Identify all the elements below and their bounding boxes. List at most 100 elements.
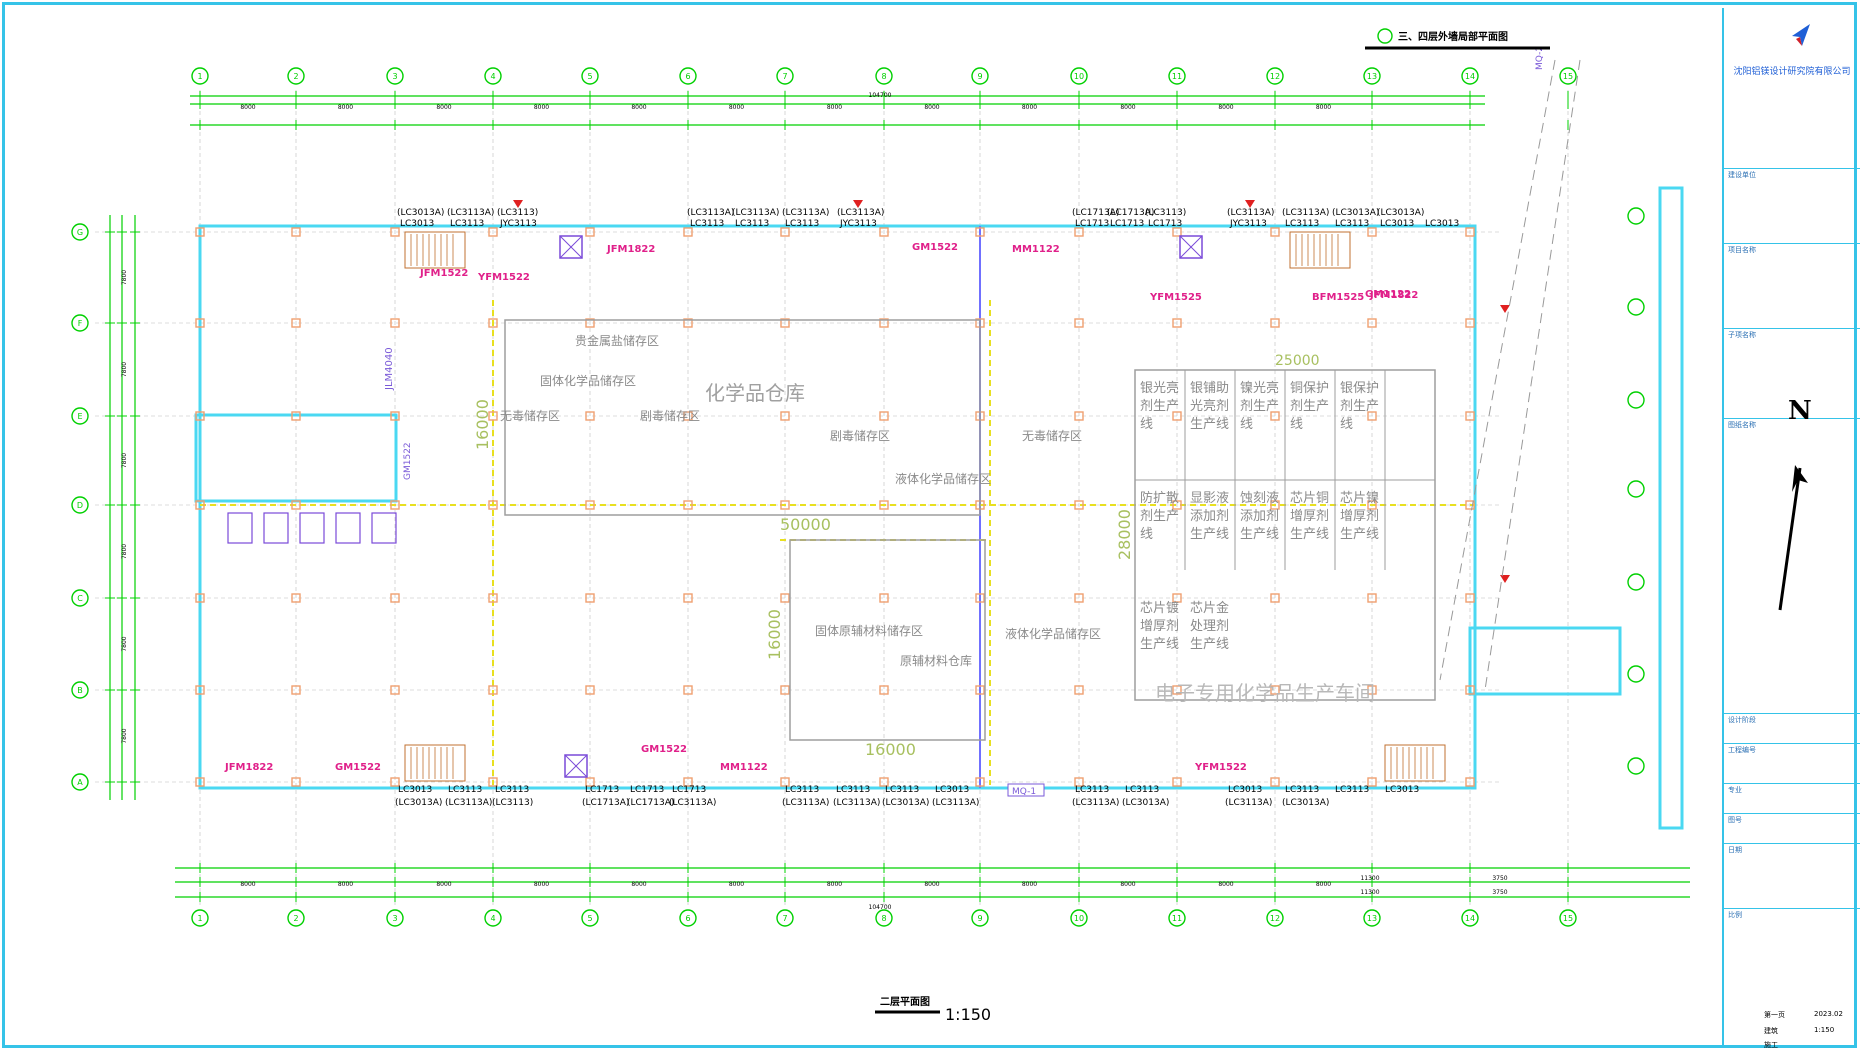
column — [1172, 685, 1182, 695]
detail-guide — [1439, 59, 1556, 681]
detail-wall — [1658, 186, 1684, 830]
column — [585, 777, 595, 787]
prod-line-label: 显影液 — [1190, 491, 1229, 506]
column — [1172, 500, 1182, 510]
section-marker — [1500, 575, 1510, 583]
window-label-bottom-paren: (LC3013A) — [882, 798, 929, 808]
grid-label-top: 15 — [1563, 72, 1573, 81]
column — [683, 685, 693, 695]
grid-bubble-bottom — [1363, 909, 1381, 927]
prod-line-label: 线 — [1340, 417, 1353, 432]
window-label-bottom-paren: (LC3113A) — [782, 798, 829, 808]
bay-dim-bottom: 8000 — [534, 881, 549, 888]
dim-text: 11300 — [1360, 889, 1379, 896]
dim-25000: 25000 — [1275, 353, 1320, 369]
column — [291, 411, 301, 421]
grid-label-left: C — [77, 594, 83, 603]
column — [879, 318, 889, 328]
bay-dim-top: 8000 — [534, 104, 549, 111]
grid-label-left: A — [77, 778, 83, 787]
grid-label-top: 11 — [1172, 72, 1182, 81]
column — [585, 593, 595, 603]
grid-bubble-top — [776, 67, 794, 85]
dim-16000-c: 16000 — [865, 740, 916, 759]
column — [291, 685, 301, 695]
north-arrow-label: N — [1788, 396, 1812, 426]
title-block-label: 日期 — [1728, 846, 1742, 854]
title-block-label: 图号 — [1728, 816, 1742, 824]
prod-line-label: 增厚剂 — [1290, 509, 1329, 524]
column — [585, 318, 595, 328]
title-block-value: 1:150 — [1814, 1026, 1835, 1034]
column — [780, 593, 790, 603]
window-label-bottom: LC3113 — [495, 785, 529, 795]
chem-warehouse-box — [504, 319, 981, 516]
title-block-label: 专业 — [1728, 786, 1742, 794]
bay-dim-bottom: 8000 — [436, 881, 451, 888]
window-label-top: LC3013 — [1380, 219, 1414, 229]
bay-dim-bottom: 8000 — [1218, 881, 1233, 888]
window-label-top-paren: (LC3013A) — [1377, 208, 1424, 218]
column — [291, 318, 301, 328]
prod-line-label: 银保护 — [1340, 381, 1379, 396]
window-label-bottom-paren: (LC3113A) — [1072, 798, 1119, 808]
grid-label-top: 14 — [1465, 72, 1475, 81]
column — [1367, 411, 1377, 421]
north-arrow-head — [1792, 465, 1808, 492]
grid-bubble-top — [1266, 67, 1284, 85]
column — [1172, 411, 1182, 421]
column — [879, 685, 889, 695]
window-label-top: JYC3113 — [839, 219, 877, 229]
column — [488, 318, 498, 328]
column — [291, 500, 301, 510]
grid-label-top: 8 — [881, 72, 886, 81]
section-marker — [513, 200, 523, 208]
zone-liquid-chem-2: 液体化学品储存区 — [1005, 626, 1101, 641]
prod-line-label: 生产线 — [1190, 527, 1229, 542]
window-label-bottom: LC3113 — [836, 785, 870, 795]
window-label-bottom-paren: (LC3013A) — [1282, 798, 1329, 808]
title-block-row — [1724, 743, 1860, 746]
lift — [559, 235, 583, 259]
bay-dim-bottom: 8000 — [1120, 881, 1135, 888]
grid-label-bottom: 9 — [977, 914, 982, 923]
title-block-row — [1724, 713, 1860, 716]
detail-title: 三、四层外墙局部平面图 — [1398, 30, 1508, 43]
dim-16000-b: 16000 — [765, 609, 784, 660]
grid-bubble-bottom — [581, 909, 599, 927]
column — [1465, 411, 1475, 421]
north-arrow-shaft — [1778, 467, 1802, 611]
prod-line-label: 剂生产 — [1240, 399, 1279, 414]
title-block-row — [1724, 908, 1860, 911]
column — [1074, 685, 1084, 695]
door-label: JFM1822 — [606, 244, 655, 255]
prod-line-label: 生产线 — [1140, 637, 1179, 652]
column — [1074, 500, 1084, 510]
prod-line-label: 添加剂 — [1190, 509, 1229, 524]
window-label-top: JYC3113 — [499, 219, 537, 229]
column — [291, 777, 301, 787]
section-marker — [1245, 200, 1255, 208]
grid-label-top: 12 — [1270, 72, 1280, 81]
stair — [1289, 231, 1351, 269]
window-label-bottom: LC3113 — [448, 785, 482, 795]
grid-label-bottom: 7 — [782, 914, 787, 923]
grid-bubble-bottom — [386, 909, 404, 927]
column — [879, 227, 889, 237]
prod-line-label: 线 — [1140, 527, 1153, 542]
window-label-bottom: LC3113 — [1335, 785, 1369, 795]
window-label-top: LC1713 — [1075, 219, 1109, 229]
window-label-top: LC3113 — [690, 219, 724, 229]
equipment — [335, 512, 361, 544]
prod-line-label: 线 — [1140, 417, 1153, 432]
grid-label-bottom: 3 — [392, 914, 397, 923]
title-block-row — [1724, 783, 1860, 786]
grid-bubble-top — [1168, 67, 1186, 85]
title-block-row — [1724, 243, 1860, 246]
bay-dim-bottom: 8000 — [631, 881, 646, 888]
title-block-label: 子项名称 — [1728, 331, 1756, 339]
column — [683, 593, 693, 603]
grid-bubble-left — [71, 681, 89, 699]
grid-label-left: E — [77, 412, 82, 421]
column — [195, 227, 205, 237]
